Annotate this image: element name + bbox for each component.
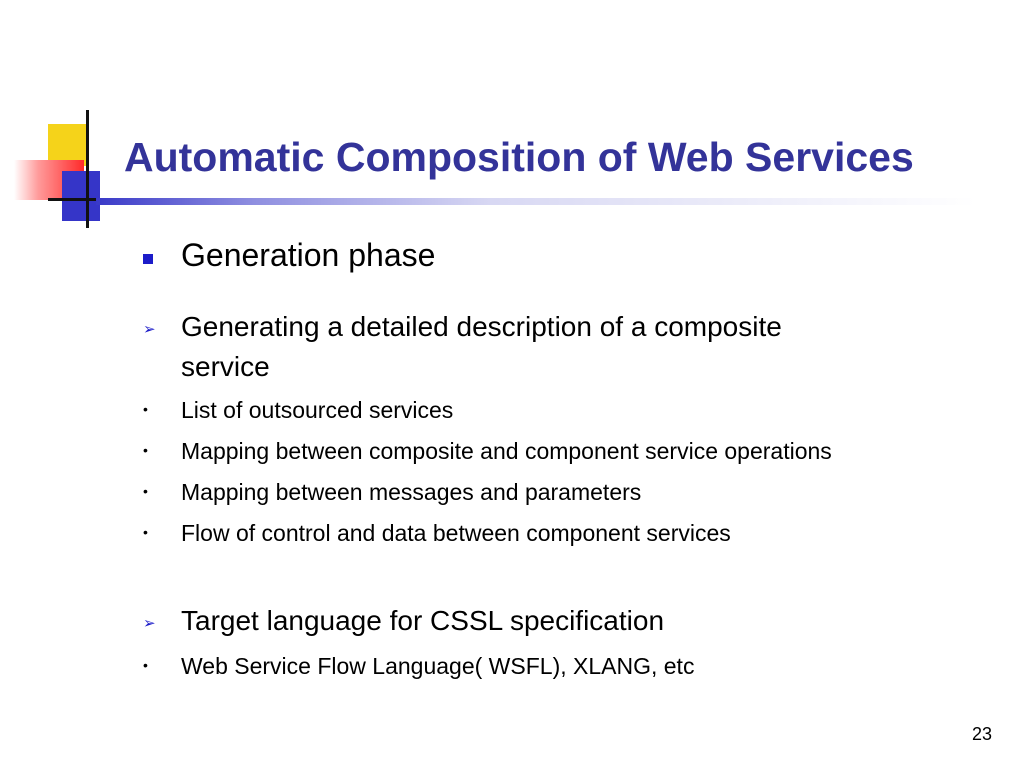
dot-bullet-icon: •	[143, 524, 148, 540]
bullet-text: List of outsourced services	[181, 397, 454, 423]
blue-square-decoration	[62, 171, 100, 221]
bullet-text: Target language for CSSL specification	[181, 605, 665, 636]
arrow-bullet-icon: ➢	[143, 321, 156, 338]
bullet-text: Mapping between composite and component …	[181, 438, 832, 464]
bullet-text: Mapping between messages and parameters	[181, 479, 642, 505]
bullet-text-continuation: service	[181, 351, 270, 382]
arrow-bullet-icon: ➢	[143, 615, 156, 632]
vertical-line-decoration	[86, 110, 89, 228]
dot-bullet-icon: •	[143, 401, 148, 417]
bullet-text: Generating a detailed description of a c…	[181, 311, 782, 342]
square-bullet-icon	[143, 254, 153, 264]
dot-bullet-icon: •	[143, 483, 148, 499]
dot-bullet-icon: •	[143, 442, 148, 458]
yellow-square-decoration	[48, 124, 88, 166]
dot-bullet-icon: •	[143, 657, 148, 673]
title-underline-rule	[96, 198, 976, 205]
bullet-text: Flow of control and data between compone…	[181, 520, 731, 546]
decorative-logo	[0, 0, 180, 240]
page-number: 23	[971, 724, 992, 744]
horizontal-line-decoration	[48, 198, 114, 201]
bullet-text: Web Service Flow Language( WSFL), XLANG,…	[181, 653, 695, 679]
slide-title: Automatic Composition of Web Services	[124, 134, 914, 180]
bullet-text: Generation phase	[181, 237, 436, 273]
